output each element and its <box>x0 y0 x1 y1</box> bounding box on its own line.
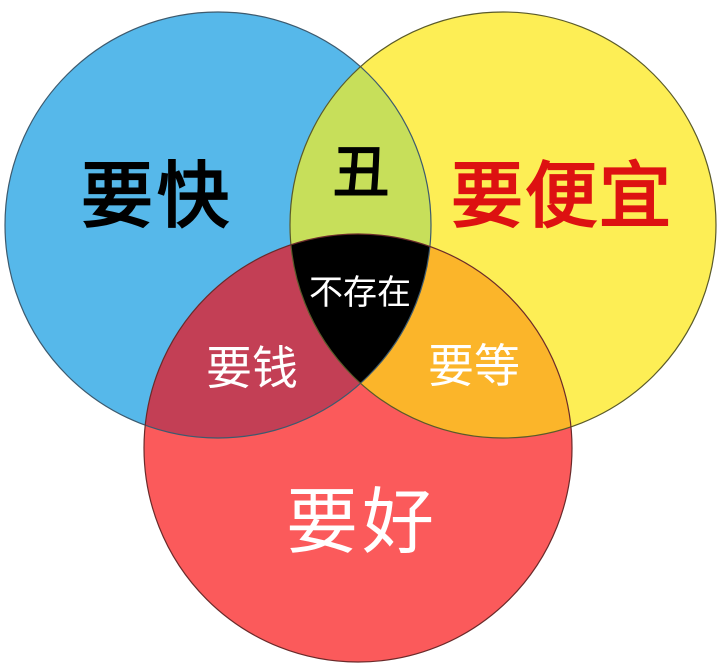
label-fast-cheap: 丑 <box>333 141 389 206</box>
region-fast-good <box>144 234 431 438</box>
outline-fast <box>4 11 432 439</box>
label-cheap-good: 要等 <box>428 339 520 393</box>
label-good: 要好 <box>285 480 439 564</box>
label-cheap: 要便宜 <box>450 154 674 238</box>
label-fast-good: 要钱 <box>206 341 298 395</box>
outline-cheap <box>289 11 717 439</box>
outline-good <box>143 233 573 663</box>
label-all-three: 不存在 <box>309 273 411 313</box>
label-fast: 要快 <box>80 154 234 238</box>
region-cheap-good <box>290 234 572 438</box>
